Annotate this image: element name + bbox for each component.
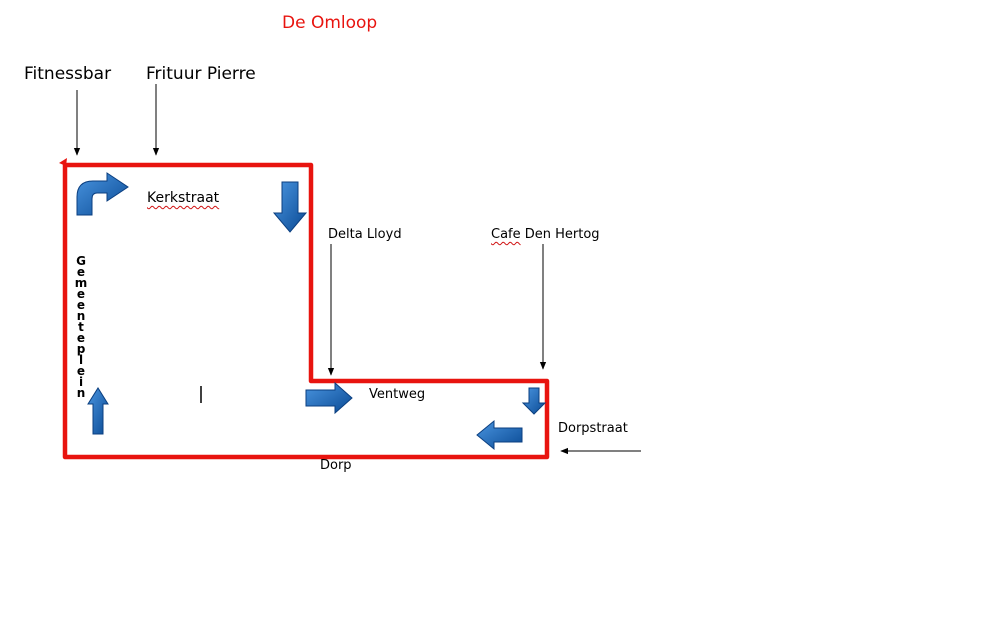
- dorp-label: Dorp: [320, 458, 352, 473]
- curved-right-arrow-icon: [76, 172, 129, 216]
- kerkstraat-label: Kerkstraat: [147, 190, 220, 206]
- gemeenteplein-letter: i: [78, 375, 84, 389]
- ventweg-label: Ventweg: [369, 387, 426, 402]
- gemeenteplein-letter: e: [76, 287, 86, 301]
- small-down-arrow-icon: [521, 387, 547, 415]
- diagram-title: De Omloop: [282, 13, 378, 33]
- dorpstraat-label: Dorpstraat: [558, 421, 628, 436]
- gemeenteplein-letter: n: [76, 309, 86, 323]
- fitnessbar-label: Fitnessbar: [24, 64, 112, 84]
- gemeenteplein-letter: e: [76, 331, 86, 345]
- cafe-word: Cafe: [491, 227, 521, 242]
- gemeenteplein-letter: l: [78, 353, 84, 367]
- gemeenteplein-letter: n: [76, 386, 86, 400]
- gemeenteplein-letter: p: [76, 342, 86, 356]
- gemeenteplein-letter: t: [78, 320, 84, 334]
- gemeenteplein-letter: e: [76, 298, 86, 312]
- frituur-pierre-label: Frituur Pierre: [146, 64, 256, 84]
- cafe-den-hertog-label: Cafe Den Hertog: [491, 227, 600, 242]
- up-arrow-icon: [87, 387, 109, 435]
- gemeenteplein-letter: e: [76, 265, 86, 279]
- left-arrow-icon: [476, 419, 523, 451]
- gemeenteplein-letter: G: [76, 254, 86, 268]
- cafe-name-rest: Den Hertog: [520, 227, 600, 242]
- route-start-tick: [59, 158, 67, 166]
- down-arrow-icon: [272, 181, 308, 233]
- delta-lloyd-label: Delta Lloyd: [328, 227, 402, 242]
- right-arrow-icon: [305, 381, 353, 415]
- gemeenteplein-letter: m: [74, 276, 88, 290]
- route-outline: [62, 162, 550, 460]
- gemeenteplein-letter: e: [76, 364, 86, 378]
